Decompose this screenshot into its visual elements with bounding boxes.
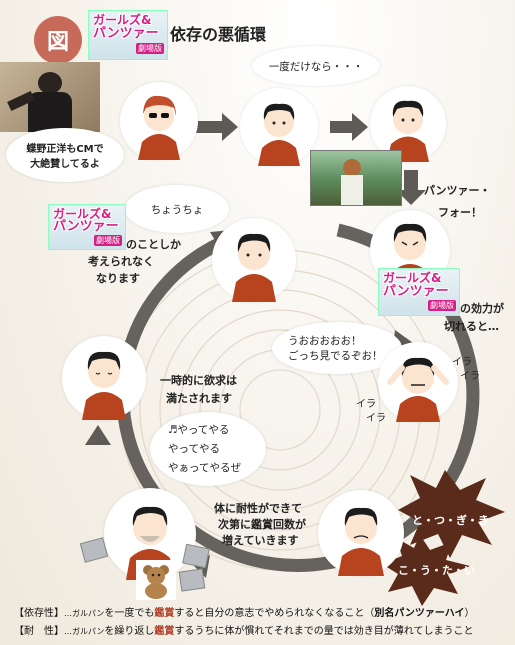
yatte-line1: ♬やってやる [168,423,230,436]
teddy-bear-icon [136,560,176,600]
speech-bubble-ichido: 一度だけなら・・・ [252,46,380,86]
logo-line1: ガールズ& [53,207,112,221]
ichiji-line2: 満たされます [166,392,232,405]
yatte-line2: やってやる [168,442,220,455]
speech-bubble-chotto: ちょうちょ [125,185,229,233]
logo-line3: 劇場版 [136,43,164,54]
uoo-line2: ごっち見でるぞお！ [288,350,383,362]
row2-text1: を繰り返し [104,626,155,637]
dvd-case-icon [178,568,206,592]
logo-line1: ガールズ& [93,13,152,27]
page-title: 依存の悪循環 [170,25,267,44]
togiki-text: と・つ・ぎ・き [412,514,489,527]
tai-line3: 増えていきます [222,534,299,547]
person-icon [232,233,276,302]
kouka-line2: 切れると… [444,320,499,333]
kangae-text: 考えられなく [88,255,154,268]
kouka-line1: の効力が [460,302,504,315]
logo-small-1: ガールズ& パンツァー 劇場版 [48,204,126,250]
frustrated-person-icon [387,357,449,422]
title-logo: ガールズ& パンツァー 劇場版 [88,10,168,60]
speech-bubble-yatte: ♬やってやる やってやる やぁってやるぜ [150,412,266,486]
photo-caption-bubble: 蝶野正洋もCMで 大絶賛してるよ [6,128,124,182]
row1-lead: …ガルパン [64,609,105,618]
panzer-line1: パンツァー・ [424,184,491,197]
row1-term: 【依存性】 [14,608,64,619]
logo-small-2: ガールズ& パンツァー 劇場版 [378,268,460,316]
logo-line2: パンツァー [383,284,449,299]
ichido-text: 一度だけなら・・・ [268,60,364,73]
ira-1: イラ [452,357,472,368]
ira-3: イラ [356,399,376,410]
logo-line1: ガールズ& [383,271,442,285]
row1-text1: を一度でも [104,608,155,619]
worried-person-icon [338,507,384,576]
logo-line2: パンツァー [93,26,159,41]
ira-2: イラ [460,371,480,382]
row1-text2: すると自分の意志でやめられなくなること（ [174,608,375,619]
narimasu-text: なります [96,272,140,285]
tai-line1: 体に耐性ができて [214,502,302,515]
row1-text3: ） [464,608,475,619]
row2-term: 【耐 性】 [14,626,64,637]
kotoshika-text: のことしか [126,238,181,251]
logo-line3: 劇場版 [94,235,122,246]
panzer-line2: フォー！ [438,206,482,219]
row2-lead: …ガルパン [64,627,105,636]
celebrity-photo [0,62,100,132]
calm-person-icon [82,351,126,420]
row2-bold: 鑑賞 [154,626,175,637]
ira-4: イラ [366,413,386,424]
chotto-text: ちょうちょ [150,203,204,216]
ichiji-line1: 一時的に欲求は [160,374,237,387]
row1-bold: 鑑賞 [154,608,175,619]
logo-line2: パンツァー [53,219,119,234]
anime-still-image [310,150,402,206]
logo-line3: 劇場版 [428,300,456,311]
caption-line2: 大絶賛してるよ [30,159,100,170]
koutai-text: こ・う・た・い [398,564,475,577]
person-icon [258,103,300,166]
uoo-line1: うおおおおお！ [288,335,362,347]
footer-row-1: 【依存性】…ガルパンを一度でも鑑賞すると自分の意志でやめられなくなること（別名パ… [14,604,475,619]
tai-line2: 次第に鑑賞回数が [218,518,306,531]
row2-text2: するうちに体が慣れてそれまでの量では効き目が薄れてしまうこと [174,626,474,637]
sunglasses-person-icon [138,95,180,160]
fig-label: 図 [46,30,69,55]
row1-bold2: 別名パンツァーハイ [374,608,465,619]
fig-badge: 図 [34,16,82,64]
yatte-line3: やぁってやるぜ [168,461,241,474]
caption-line1: 蝶野正洋もCMで [26,144,104,155]
footer-row-2: 【耐 性】…ガルパンを繰り返し鑑賞するうちに体が慣れてそれまでの量では効き目が薄… [14,622,474,637]
